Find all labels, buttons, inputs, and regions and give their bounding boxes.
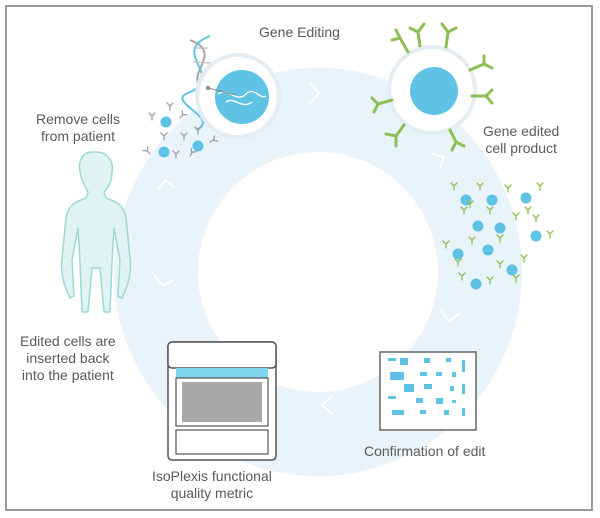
arrow-right-icon bbox=[440, 310, 460, 322]
edited-cell-product-cluster bbox=[442, 182, 554, 290]
label-inserted-back: Edited cells are inserted back into the … bbox=[20, 333, 116, 384]
arrow-upper-right-icon bbox=[431, 153, 445, 169]
label-gene-edited-product-line2: cell product bbox=[485, 140, 557, 156]
label-remove-cells-line2: from patient bbox=[41, 128, 115, 144]
isoplexis-instrument-icon bbox=[167, 341, 277, 461]
label-isoplexis-metric-line2: quality metric bbox=[170, 485, 254, 501]
removed-cells-icon bbox=[142, 102, 219, 159]
arrow-top-icon bbox=[309, 82, 320, 104]
label-confirmation-of-edit: Confirmation of edit bbox=[364, 443, 486, 459]
edited-cell-large-icon bbox=[370, 22, 494, 152]
label-inserted-back-line2: inserted back bbox=[26, 350, 110, 366]
cycle-ring bbox=[114, 68, 522, 476]
label-isoplexis-metric: IsoPlexis functional quality metric bbox=[152, 468, 272, 502]
label-inserted-back-line1: Edited cells are bbox=[20, 333, 116, 349]
gel-confirmation-icon bbox=[379, 351, 477, 431]
label-gene-editing: Gene Editing bbox=[259, 24, 340, 40]
label-isoplexis-metric-line1: IsoPlexis functional bbox=[152, 468, 272, 484]
cycle-arrows bbox=[154, 82, 460, 415]
label-gene-edited-product: Gene edited cell product bbox=[483, 123, 559, 157]
label-inserted-back-line3: into the patient bbox=[21, 367, 114, 383]
arrow-bottom-right-icon bbox=[321, 395, 333, 415]
label-remove-cells: Remove cells from patient bbox=[36, 111, 120, 145]
arrow-left-icon bbox=[154, 275, 174, 287]
arrow-upper-left-icon bbox=[157, 179, 175, 190]
patient-silhouette-icon bbox=[60, 151, 132, 313]
label-gene-edited-product-line1: Gene edited bbox=[483, 123, 560, 139]
editing-cell-icon bbox=[195, 53, 281, 139]
label-remove-cells-line1: Remove cells bbox=[36, 111, 121, 127]
